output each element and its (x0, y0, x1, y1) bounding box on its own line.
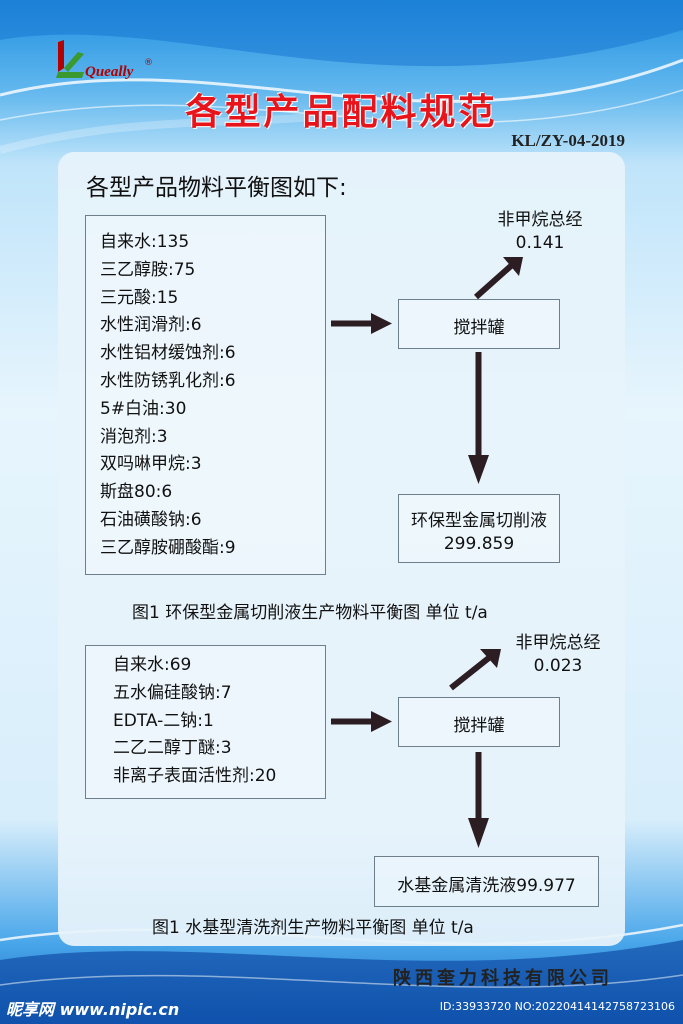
company-name: 陕西奎力科技有限公司 (393, 968, 613, 989)
input-item: 石油磺酸钠:6 (100, 509, 202, 530)
diagram1-caption: 图1 环保型金属切削液生产物料平衡图 单位 t/a (132, 603, 488, 623)
company-logo: Queally ® (54, 38, 164, 88)
input-item: 水性铝材缓蚀剂:6 (100, 343, 236, 364)
intro-text: 各型产品物料平衡图如下: (86, 175, 347, 201)
page-title: 各型产品配料规范 (185, 92, 498, 133)
input-item: 三乙醇胺硼酸酯:9 (100, 537, 236, 558)
input-item: 5#白油:30 (100, 398, 187, 419)
input-item: 非离子表面活性剂:20 (113, 766, 277, 787)
input-item: 水性润滑剂:6 (100, 315, 202, 336)
logo-k-icon (56, 40, 84, 78)
diagram2-product-box (374, 856, 599, 907)
watermark-id: ID:33933720 NO:20220414142758723106 (439, 1000, 675, 1013)
input-item: 五水偏硅酸钠:7 (113, 682, 232, 703)
input-item: 自来水:69 (113, 655, 192, 675)
input-item: 水性防锈乳化剂:6 (100, 370, 236, 391)
diagram1-inputs-box (85, 215, 326, 575)
diagram2-emission-label: 非甲烷总经 (515, 633, 601, 653)
diagram2-inputs-box (85, 645, 326, 799)
diagram2-product-label: 水基金属清洗液99.977 (397, 876, 576, 896)
input-item: 自来水:135 (100, 232, 190, 252)
diagram2-process-label: 搅拌罐 (453, 716, 505, 736)
diagram1-emission-value: 0.141 (515, 233, 565, 253)
registered-mark: ® (144, 58, 153, 68)
watermark-site: 昵享网 www.nipic.cn (6, 1000, 180, 1019)
input-item: 斯盘80:6 (100, 482, 173, 503)
diagram1-emission-label: 非甲烷总经 (497, 210, 583, 230)
diagram2-caption: 图1 水基型清洗剂生产物料平衡图 单位 t/a (152, 918, 474, 938)
diagram1-product-label: 环保型金属切削液 (411, 511, 547, 531)
diagram1-product-box (398, 494, 560, 563)
diagram2-input-list: 自来水:69 五水偏硅酸钠:7 EDTA-二钠:1 二乙二醇丁醚:3 非离子表面… (113, 652, 276, 791)
input-item: EDTA-二钠:1 (113, 710, 214, 731)
input-item: 三元酸:15 (100, 287, 179, 308)
diagram1-input-list: 自来水:135 三乙醇胺:75 三元酸:15 水性润滑剂:6 水性铝材缓蚀剂:6… (100, 229, 236, 563)
document-code: KL/ZY-04-2019 (511, 131, 625, 150)
diagram1-process-label: 搅拌罐 (453, 318, 505, 338)
diagram1-process-box (398, 299, 560, 349)
diagram2-process-box (398, 697, 560, 747)
content-panel (58, 152, 625, 946)
diagram2-emission-value: 0.023 (533, 656, 583, 676)
diagram1-product-value: 299.859 (443, 534, 515, 554)
input-item: 二乙二醇丁醚:3 (113, 738, 232, 759)
logo-brand-text: Queally (85, 64, 134, 80)
input-item: 双吗啉甲烷:3 (100, 454, 202, 475)
input-item: 三乙醇胺:75 (100, 259, 196, 280)
input-item: 消泡剂:3 (100, 426, 168, 447)
